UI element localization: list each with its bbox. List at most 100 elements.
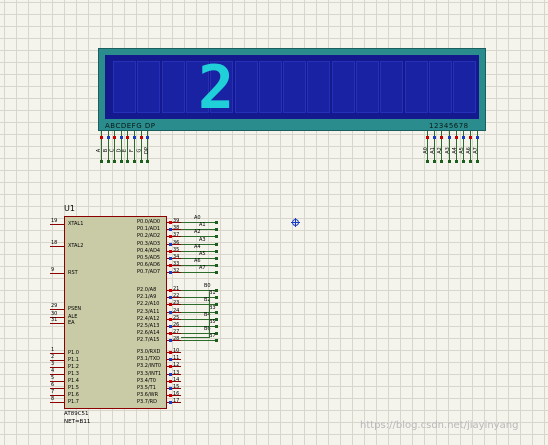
chip-pin-marker bbox=[169, 242, 172, 246]
display-pin-label: A bbox=[96, 148, 103, 153]
chip-pin-name: P0.6/AD6 bbox=[137, 262, 161, 269]
chip-right-pin-lead bbox=[167, 222, 181, 223]
chip-pin-marker bbox=[169, 228, 172, 232]
display-cell bbox=[307, 61, 331, 113]
chip-pin-name: P2.5/A13 bbox=[137, 323, 160, 329]
chip-pin-name: P3.5/T1 bbox=[137, 385, 156, 391]
display-pin-end bbox=[133, 160, 136, 163]
chip-pin-name: P3.0/RXD bbox=[137, 349, 161, 355]
display-pin-marker bbox=[119, 136, 123, 139]
chip-left-pin-lead bbox=[50, 309, 64, 310]
display-pin-end bbox=[139, 160, 143, 163]
display-pin-lead bbox=[134, 131, 135, 161]
chip-pin-number: 36 bbox=[173, 239, 180, 246]
chip-right-pin-lead bbox=[167, 380, 181, 382]
chip-pin-marker bbox=[169, 332, 172, 336]
chip-pin-marker bbox=[169, 271, 172, 275]
seven-segment-display[interactable]: ABCDEFG DP 12345678 bbox=[98, 48, 486, 131]
crosshair-icon bbox=[291, 218, 300, 227]
chip-right-pin-lead bbox=[167, 333, 181, 335]
chip-pin-number: 7 bbox=[51, 389, 55, 395]
chip-pin-name: P2.2/A10 bbox=[137, 301, 160, 308]
displayed-digit: 2 bbox=[198, 53, 235, 123]
chip-pin-number: 15 bbox=[173, 384, 180, 390]
display-pin-lead bbox=[120, 131, 122, 161]
chip-right-pin-lead bbox=[167, 388, 181, 389]
net-label: B1 bbox=[209, 290, 216, 297]
chip-pin-name: P1.1 bbox=[68, 357, 79, 363]
display-pin-label: A7 bbox=[473, 147, 480, 154]
display-pin-label: G bbox=[136, 148, 143, 153]
display-pin-marker bbox=[106, 136, 110, 139]
chip-pin-number: 12 bbox=[173, 362, 180, 369]
display-pin-marker bbox=[113, 136, 117, 139]
chip-pin-number: 14 bbox=[173, 376, 180, 383]
display-cell bbox=[234, 61, 258, 113]
chip-pin-name: P2.4/A12 bbox=[137, 315, 160, 322]
net-junction bbox=[215, 289, 218, 292]
display-pin-end bbox=[426, 160, 429, 163]
chip-right-pin-lead bbox=[167, 352, 181, 353]
chip-pin-marker bbox=[169, 325, 172, 328]
net-junction bbox=[215, 228, 218, 232]
net-label: A7 bbox=[199, 265, 206, 272]
net-junction bbox=[215, 249, 218, 253]
chip-right-pin-lead bbox=[167, 318, 181, 320]
display-cell bbox=[161, 61, 185, 113]
display-cell bbox=[356, 61, 379, 113]
display-pin-end bbox=[119, 160, 123, 163]
chip-pin-name: RST bbox=[68, 270, 78, 276]
display-pin-end bbox=[433, 160, 437, 163]
chip-pin-number: 27 bbox=[173, 329, 180, 336]
net-wire bbox=[181, 297, 216, 299]
chip-pin-name: P1.2 bbox=[68, 364, 79, 370]
net-junction bbox=[215, 221, 218, 224]
chip-pin-number: 22 bbox=[173, 293, 180, 300]
display-pin-lead bbox=[455, 131, 457, 161]
chip-pin-name: P0.7/AD7 bbox=[137, 269, 161, 276]
chip-pin-name: EA bbox=[68, 320, 75, 326]
net-wire bbox=[181, 265, 216, 267]
chip-pin-number: 4 bbox=[51, 368, 55, 374]
chip-pin-name: P0.4/AD4 bbox=[137, 247, 161, 254]
chip-right-pin-lead bbox=[167, 304, 181, 306]
display-pin-end bbox=[476, 160, 480, 163]
chip-pin-name: XTAL2 bbox=[68, 243, 84, 249]
chip-right-pin-lead bbox=[167, 326, 181, 327]
chip-pin-marker bbox=[169, 358, 172, 362]
net-label: B3 bbox=[209, 304, 216, 311]
chip-pin-number: 18 bbox=[51, 240, 58, 246]
chip-right-pin-lead bbox=[167, 366, 181, 368]
microcontroller-chip[interactable] bbox=[64, 216, 167, 409]
chip-pin-number: 19 bbox=[51, 218, 58, 224]
chip-pin-name: P1.3 bbox=[68, 371, 79, 377]
net-wire bbox=[181, 243, 216, 245]
chip-pin-name: P2.0/A8 bbox=[137, 287, 157, 293]
chip-pin-number: 24 bbox=[173, 307, 180, 314]
display-pin-marker bbox=[146, 136, 150, 139]
chip-right-pin-lead bbox=[167, 311, 181, 313]
chip-pin-name: P0.3/AD3 bbox=[137, 240, 161, 247]
chip-pin-number: 38 bbox=[173, 225, 180, 232]
net-junction bbox=[215, 296, 218, 300]
chip-left-pin-lead bbox=[50, 317, 64, 318]
chip-pin-number: 13 bbox=[173, 369, 180, 376]
display-pin-lead bbox=[127, 131, 129, 161]
display-pin-lead bbox=[140, 131, 142, 161]
net-junction bbox=[215, 325, 218, 328]
chip-left-pin-lead bbox=[50, 273, 64, 274]
display-pin-lead bbox=[114, 131, 116, 161]
chip-pin-name: P2.6/A14 bbox=[137, 330, 160, 337]
chip-part-name: AT89C51 bbox=[64, 411, 89, 417]
chip-right-pin-lead bbox=[167, 229, 181, 231]
chip-left-pin-lead bbox=[50, 395, 64, 396]
display-screen bbox=[105, 55, 479, 119]
segment-pins-label: ABCDEFG DP bbox=[105, 122, 156, 130]
chip-pin-number: 32 bbox=[173, 268, 180, 275]
display-pin-lead bbox=[147, 131, 149, 161]
display-pin-end bbox=[146, 160, 150, 163]
chip-pin-name: P0.5/AD5 bbox=[137, 255, 161, 261]
display-pin-label: A2 bbox=[437, 147, 444, 154]
display-pin-end bbox=[100, 160, 103, 163]
